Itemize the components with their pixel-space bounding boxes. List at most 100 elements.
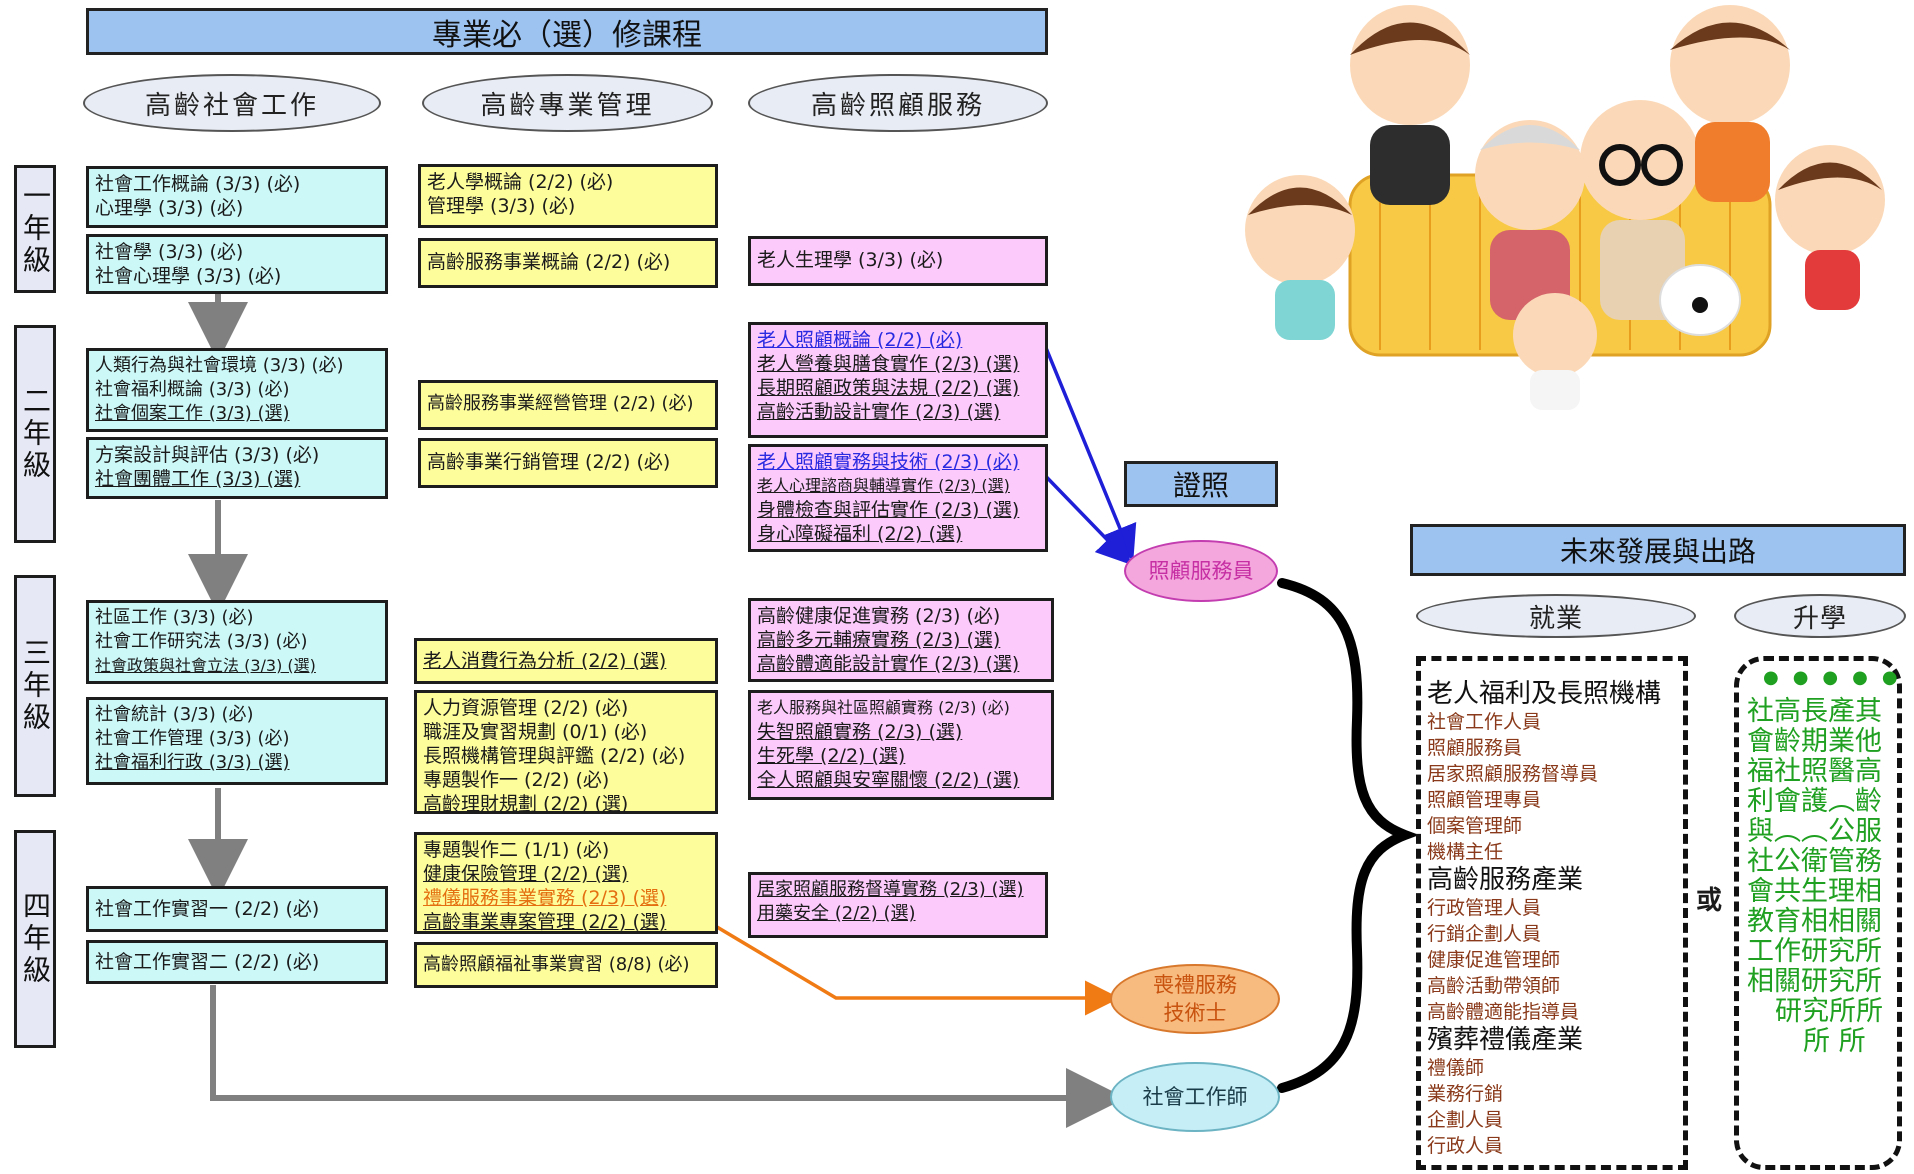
study-line: 教育相相關 (1747, 906, 1882, 937)
course-item: 老人消費行為分析 (2/2) (選) (423, 650, 667, 672)
bullet-dots: ●●●●● (1763, 667, 1912, 688)
course-box-mg-3b: 人力資源管理 (2/2) (必) 職涯及實習規劃 (0/1) (必) 長照機構管… (414, 690, 718, 814)
course-item: 禮儀服務事業實務 (2/3) (選) (423, 887, 667, 909)
study-line: 相關研究所 (1747, 966, 1882, 997)
cert-label: 證照 (1124, 461, 1278, 507)
orange-cert-arrow (664, 894, 1120, 1016)
course-box-sw-3b: 社會統計 (3/3) (必) 社會工作管理 (3/3) (必) 社會福利行政 (… (86, 697, 388, 785)
course-box-mg-2a: 高齡服務事業經營管理 (2/2) (必) (418, 380, 718, 430)
study-line: 社高長產其 (1747, 696, 1882, 727)
course-item: 高齡理財規劃 (2/2) (選) (423, 793, 629, 814)
course-item: 心理學 (3/3) (必) (95, 197, 244, 219)
course-item: 社會政策與社會立法 (3/3) (選) (95, 656, 316, 675)
course-item: 高齡健康促進實務 (2/3) (必) (757, 605, 1001, 627)
course-item: 生死學 (2/2) (選) (757, 745, 906, 767)
course-item: 社區工作 (3/3) (必) (95, 607, 254, 628)
course-item: 社會心理學 (3/3) (必) (95, 265, 282, 287)
course-box-sw-2a: 人類行為與社會環境 (3/3) (必) 社會福利概論 (3/3) (必) 社會個… (86, 348, 388, 432)
cert-caregiver: 照顧服務員 (1124, 540, 1278, 602)
course-item: 社會工作實習一 (2/2) (必) (95, 898, 320, 920)
course-item: 社會工作實習二 (2/2) (必) (95, 951, 320, 973)
course-item: 失智照顧實務 (2/3) (選) (757, 721, 963, 743)
cert-funeral: 喪禮服務 技術士 (1110, 964, 1280, 1034)
track-care: 高齡照顧服務 (748, 74, 1048, 132)
course-item: 老人生理學 (3/3) (必) (757, 249, 944, 271)
course-item: 老人營養與膳食實作 (2/3) (選) (757, 353, 1020, 375)
course-box-cr-1: 老人生理學 (3/3) (必) (748, 236, 1048, 286)
course-item: 社會學 (3/3) (必) (95, 241, 244, 263)
course-item: 身心障礙福利 (2/2) (選) (757, 523, 963, 545)
course-item: 社會工作研究法 (3/3) (必) (95, 631, 308, 652)
study-line: 會共生理相 (1747, 876, 1882, 907)
course-item: 高齡活動設計實作 (2/3) (選) (757, 401, 1001, 423)
course-item: 老人學概論 (2/2) (必) (427, 171, 614, 193)
course-box-cr-2b: 老人照顧實務與技術 (2/3) (必) 老人心理諮商與輔導實作 (2/3) (選… (748, 444, 1048, 552)
course-box-sw-1a: 社會工作概論 (3/3) (必) 心理學 (3/3) (必) (86, 166, 388, 228)
course-item: 專題製作一 (2/2) (必) (423, 769, 610, 791)
course-item: 老人服務與社區照顧實務 (2/3) (必) (757, 698, 1010, 717)
course-box-cr-2a: 老人照顧概論 (2/2) (必) 老人營養與膳食實作 (2/3) (選) 長期照… (748, 322, 1048, 438)
course-item: 老人照顧實務與技術 (2/3) (必) (757, 451, 1020, 473)
course-item: 用藥安全 (2/2) (選) (757, 903, 916, 924)
cert-social-worker: 社會工作師 (1110, 1062, 1280, 1132)
gray-progression-arrows (188, 292, 1126, 1128)
study-line: 福社照醫高 (1747, 756, 1882, 787)
course-box-cr-3b: 老人服務與社區照顧實務 (2/3) (必) 失智照顧實務 (2/3) (選) 生… (748, 690, 1054, 800)
course-box-mg-1a: 老人學概論 (2/2) (必) 管理學 (3/3) (必) (418, 164, 718, 228)
course-item: 管理學 (3/3) (必) (427, 195, 576, 217)
study-line: 與︵︵公服 (1747, 816, 1882, 847)
course-box-sw-2b: 方案設計與評估 (3/3) (必) 社會團體工作 (3/3) (選) (86, 437, 388, 499)
career-group-title: 老人福利及長照機構 (1427, 679, 1662, 709)
study-label: 升學 (1734, 594, 1906, 638)
course-item: 人類行為與社會環境 (3/3) (必) (95, 355, 344, 376)
course-item: 老人照顧概論 (2/2) (必) (757, 329, 963, 351)
year-3-label: 三年級 (14, 575, 56, 797)
career-item: 健康促進管理師 (1427, 949, 1561, 971)
career-item: 行銷企劃人員 (1427, 923, 1542, 945)
course-box-mg-2b: 高齡事業行銷管理 (2/2) (必) (418, 438, 718, 488)
career-item: 企劃人員 (1427, 1109, 1504, 1131)
course-box-mg-3a: 老人消費行為分析 (2/2) (選) (414, 638, 718, 684)
course-item: 職涯及實習規劃 (0/1) (必) (423, 721, 648, 743)
cert-funeral-line2: 技術士 (1163, 1001, 1227, 1025)
study-line: 社公衛管務 (1747, 846, 1882, 877)
career-item: 行政管理人員 (1427, 897, 1542, 919)
career-item: 禮儀師 (1427, 1057, 1485, 1079)
course-item: 高齡體適能設計實作 (2/3) (選) (757, 653, 1020, 675)
study-line: 利會護︵齡 (1747, 786, 1882, 817)
course-item: 高齡多元輔療實務 (2/3) (選) (757, 629, 1001, 651)
course-box-mg-4b: 高齡照顧福祉事業實習 (8/8) (必) (414, 942, 718, 988)
track-social-work: 高齡社會工作 (83, 74, 381, 132)
course-box-sw-4a: 社會工作實習一 (2/2) (必) (86, 886, 388, 932)
course-item: 高齡服務事業經營管理 (2/2) (必) (427, 393, 694, 414)
course-item: 高齡照顧福祉事業實習 (8/8) (必) (423, 954, 690, 975)
course-box-mg-1b: 高齡服務事業概論 (2/2) (必) (418, 238, 718, 288)
course-item: 長照機構管理與評鑑 (2/2) (必) (423, 745, 686, 767)
year-4-label: 四年級 (14, 830, 56, 1048)
course-item: 方案設計與評估 (3/3) (必) (95, 444, 320, 466)
course-item: 社會工作管理 (3/3) (必) (95, 728, 290, 749)
career-item: 高齡體適能指導員 (1427, 1001, 1580, 1023)
course-box-sw-1b: 社會學 (3/3) (必) 社會心理學 (3/3) (必) (86, 234, 388, 294)
course-item: 社會個案工作 (3/3) (選) (95, 403, 290, 424)
course-box-cr-3a: 高齡健康促進實務 (2/3) (必) 高齡多元輔療實務 (2/3) (選) 高齡… (748, 598, 1054, 682)
career-item: 照顧管理專員 (1427, 789, 1542, 811)
course-item: 高齡服務事業概論 (2/2) (必) (427, 251, 671, 273)
career-item: 個案管理師 (1427, 815, 1523, 837)
course-box-sw-4b: 社會工作實習二 (2/2) (必) (86, 940, 388, 984)
year-1-label: 一年級 (14, 165, 56, 293)
career-group-1: 老人福利及長照機構 社會工作人員 照顧服務員 居家照顧服務督導員 照顧管理專員 … (1427, 679, 1677, 865)
course-item: 專題製作二 (1/1) (必) (423, 839, 610, 861)
employment-label: 就業 (1416, 594, 1696, 638)
page-title: 專業必（選）修課程 (86, 8, 1048, 55)
course-item: 全人照顧與安寧關懷 (2/2) (選) (757, 769, 1020, 791)
course-box-cr-4: 居家照顧服務督導實務 (2/3) (選) 用藥安全 (2/2) (選) (748, 872, 1048, 938)
career-item: 業務行銷 (1427, 1083, 1504, 1105)
course-item: 健康保險管理 (2/2) (選) (423, 863, 629, 885)
career-item: 行政人員 (1427, 1135, 1504, 1157)
course-item: 社會團體工作 (3/3) (選) (95, 468, 301, 490)
future-title: 未來發展與出路 (1410, 524, 1906, 576)
career-item: 照顧服務員 (1427, 737, 1523, 759)
course-item: 長期照顧政策與法規 (2/2) (選) (757, 377, 1020, 399)
course-item: 居家照顧服務督導實務 (2/3) (選) (757, 879, 1024, 900)
